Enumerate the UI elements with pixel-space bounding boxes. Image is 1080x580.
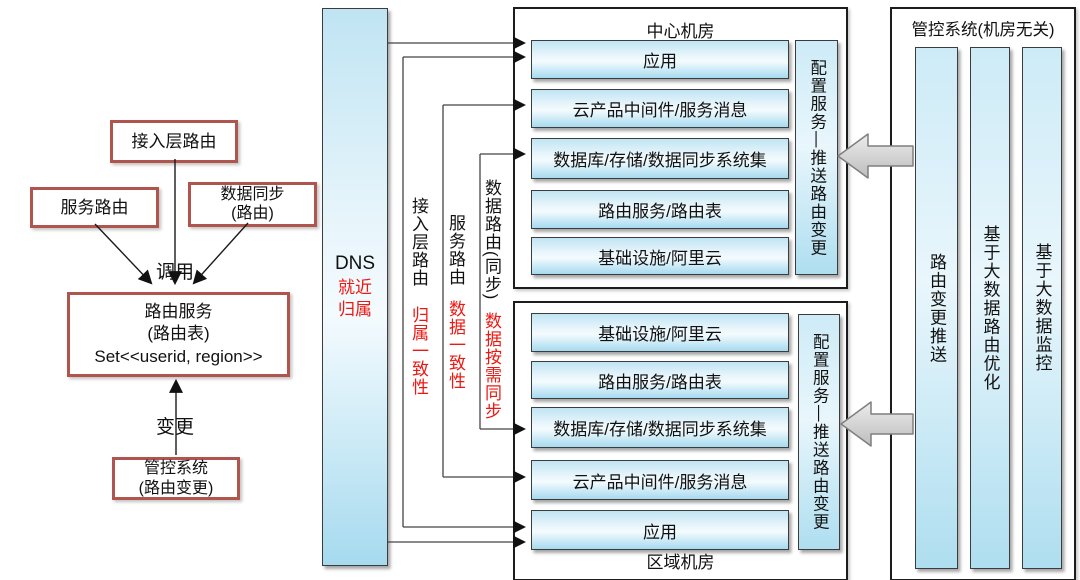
central-room: 中心机房 应用 云产品中间件/服务消息 数据库/存储/数据同步系统集 路由服务/… <box>513 7 848 289</box>
lane-service-note: 数据一致性 <box>446 300 465 390</box>
central-room-title: 中心机房 <box>646 22 715 41</box>
central-room-box-route-service: 路由服务/路由表 <box>531 190 789 229</box>
dns-note-label: 就近 归属 <box>338 277 372 319</box>
regional-room-box-middleware: 云产品中间件/服务消息 <box>531 460 789 500</box>
central-room-box-infra: 基础设施/阿里云 <box>531 237 789 275</box>
control-system-panel: 管控系统(机房无关) 路由变更推送 基于大数据路由优化 基于大数据监控 <box>890 7 1076 580</box>
control-system-box: 管控系统 (路由变更) <box>112 457 240 500</box>
control-bar-bigdata-monitor: 基于大数据监控 <box>1022 47 1062 569</box>
regional-room-title: 区域机房 <box>646 553 715 572</box>
call-label: 调用 <box>156 262 195 283</box>
data-sync-routing-box: 数据同步 (路由) <box>188 182 317 227</box>
access-layer-routing-box: 接入层路由 <box>110 120 238 163</box>
central-room-box-database: 数据库/存储/数据同步系统集 <box>531 138 789 179</box>
central-config-service-bar: 配置服务—推送路由变更 <box>795 40 838 275</box>
arrow-service-to-route-service <box>94 223 153 285</box>
dns-bar: DNS 就近 归属 <box>322 8 388 566</box>
control-bar-route-change-push: 路由变更推送 <box>915 47 958 569</box>
lane-access-note: 归属一致性 <box>409 306 428 396</box>
route-service-box: 路由服务 (路由表) Set<<userid, region>> <box>67 292 290 377</box>
central-room-box-middleware: 云产品中间件/服务消息 <box>531 89 789 128</box>
arrow-datasync-to-route-service <box>192 222 249 285</box>
lane-service-label: 服务路由 <box>446 214 465 286</box>
change-label: 变更 <box>156 417 195 438</box>
lane-data-route-note: 数据按需同步 <box>482 312 501 420</box>
central-room-box-app: 应用 <box>531 40 789 79</box>
lane-data-route-label: 数据路由(同步) <box>482 179 501 301</box>
regional-room-box-database: 数据库/存储/数据同步系统集 <box>531 407 789 448</box>
regional-room: 基础设施/阿里云 路由服务/路由表 数据库/存储/数据同步系统集 云产品中间件/… <box>513 301 848 580</box>
regional-room-box-route-service: 路由服务/路由表 <box>531 361 789 399</box>
regional-room-box-infra: 基础设施/阿里云 <box>531 313 789 352</box>
regional-room-box-app: 应用 <box>531 510 789 550</box>
lane-access-label: 接入层路由 <box>409 197 428 287</box>
dns-label: DNS <box>334 252 376 274</box>
service-routing-box: 服务路由 <box>30 187 159 228</box>
regional-config-service-bar: 配置服务—推送路由变更 <box>798 314 840 550</box>
control-bar-bigdata-route-optimize: 基于大数据路由优化 <box>970 47 1010 569</box>
control-system-panel-title: 管控系统(机房无关) <box>911 21 1055 39</box>
